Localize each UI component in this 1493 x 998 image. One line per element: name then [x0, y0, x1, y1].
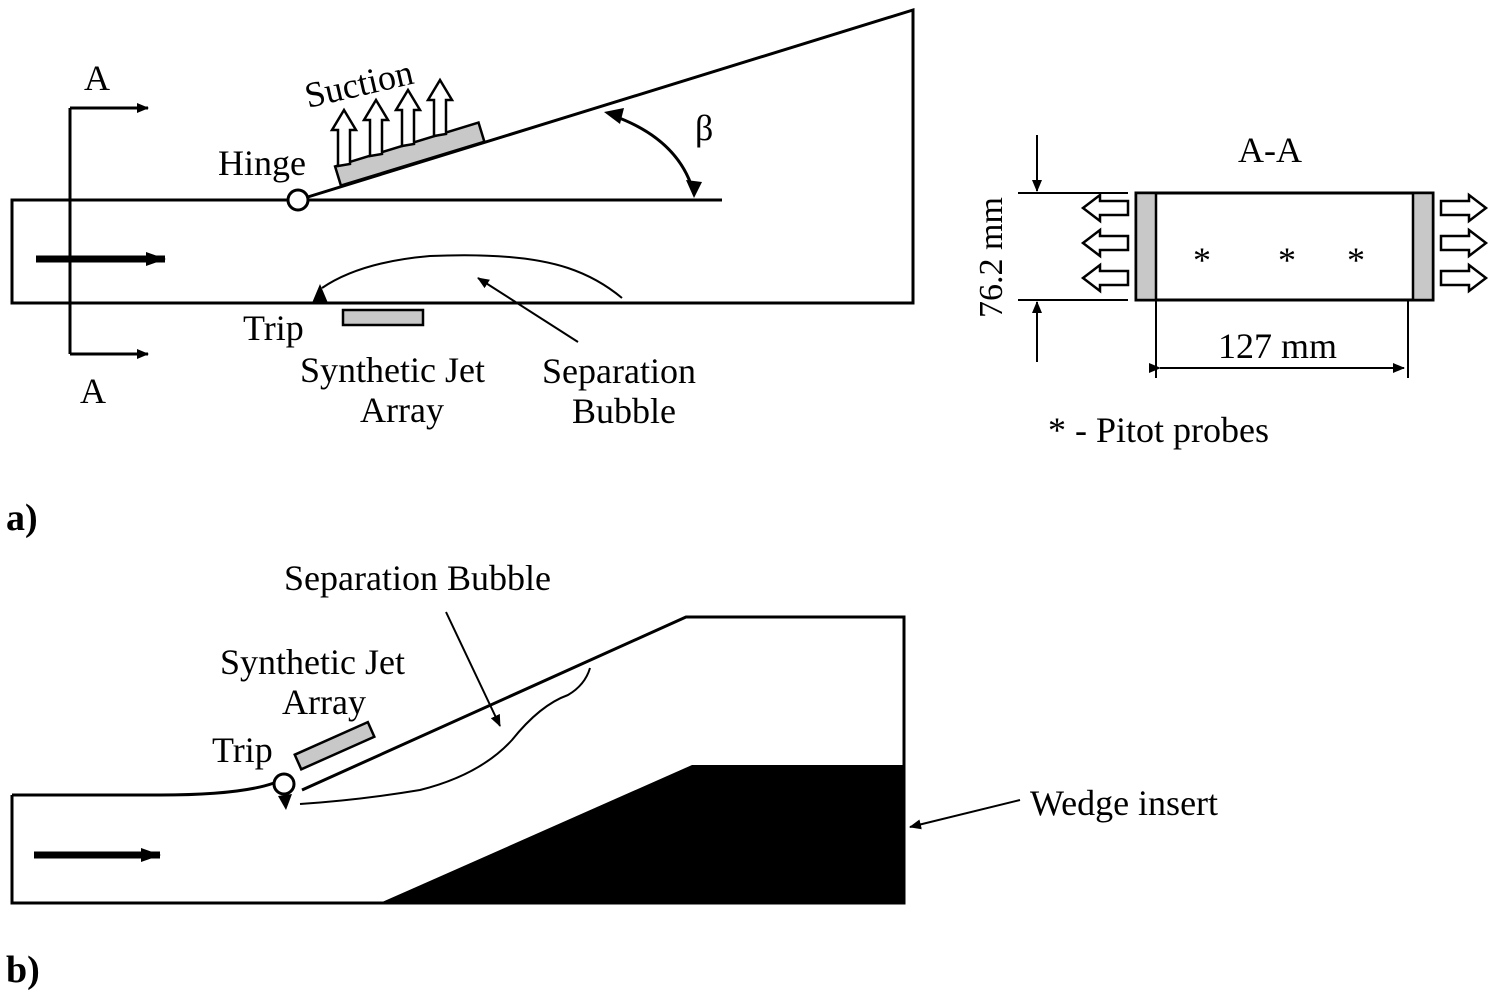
left-slot	[1134, 191, 1158, 302]
section-view-title: A-A	[1238, 130, 1302, 170]
width-dimension-label: 127 mm	[1218, 326, 1337, 366]
synthetic-jet-label-line1: Synthetic Jet	[300, 350, 485, 390]
right-slot	[1411, 191, 1435, 302]
trip-b-icon	[278, 794, 292, 810]
separation-leader-b	[445, 611, 501, 727]
section-view: A-A * * * 76.2 mm 127 mm *	[973, 130, 1489, 450]
angle-label: β	[695, 108, 713, 148]
suction-arrow-icon	[329, 107, 359, 168]
separation-bubble-curve	[321, 254, 623, 299]
synthetic-jet-label-line2: Array	[360, 390, 444, 430]
right-suction-arrows	[1439, 192, 1489, 294]
channel-b-outline	[10, 615, 906, 905]
angle-arrowhead-icon	[686, 180, 702, 198]
diffuser-diagram-b: Separation Bubble Synthetic Jet Array Tr…	[6, 558, 1218, 991]
separation-bubble-b-curve	[299, 667, 591, 805]
suction-arrow-icon	[425, 77, 455, 138]
hinge-b-icon	[272, 772, 296, 796]
separation-label-line1: Separation	[542, 351, 696, 391]
trip-icon	[312, 284, 328, 303]
synthetic-jet-array-b	[293, 720, 376, 771]
synthetic-jet-array	[341, 308, 425, 327]
hinge-icon	[286, 188, 310, 212]
outflow-arrow-icon	[1439, 192, 1489, 224]
suction-arrow-icon	[361, 97, 391, 158]
synthetic-jet-b-label-line2: Array	[282, 682, 366, 722]
trip-b-label: Trip	[212, 730, 273, 770]
outflow-arrow-icon	[1439, 262, 1489, 294]
wedge-label: Wedge insert	[1030, 783, 1218, 823]
angle-arc	[613, 114, 696, 195]
left-suction-arrows	[1080, 192, 1130, 294]
separation-label-line2: Bubble	[572, 391, 676, 431]
suction-arrows	[329, 77, 455, 168]
outflow-arrow-icon	[1080, 227, 1130, 259]
cross-section-rect	[1134, 191, 1435, 302]
outflow-arrow-icon	[1080, 192, 1130, 224]
pitot-probe-1: *	[1193, 240, 1211, 280]
angle-arrowhead-icon	[604, 108, 624, 124]
pitot-probe-3: *	[1347, 240, 1365, 280]
height-dimension-label: 76.2 mm	[973, 197, 1010, 318]
pitot-legend: * - Pitot probes	[1048, 410, 1269, 450]
suction-arrow-icon	[393, 87, 423, 148]
panel-label-b: b)	[6, 949, 40, 991]
section-marker-bottom-label: A	[80, 371, 106, 411]
channel-outline	[10, 7, 915, 305]
synthetic-jet-b-label-line1: Synthetic Jet	[220, 642, 405, 682]
trip-label: Trip	[243, 308, 304, 348]
channel-b-top-wall	[12, 781, 275, 797]
pitot-probe-2: *	[1278, 240, 1296, 280]
separation-b-label: Separation Bubble	[284, 558, 551, 598]
wedge-insert	[380, 765, 904, 903]
diffuser-diagram-a: A A Suction Hinge β Trip Synthetic Jet A…	[6, 7, 915, 539]
section-marker-top-label: A	[84, 58, 110, 98]
outflow-arrow-icon	[1439, 227, 1489, 259]
panel-label-a: a)	[6, 497, 38, 539]
wedge-leader	[909, 799, 1021, 830]
separation-leader	[477, 277, 579, 343]
hinge-label: Hinge	[218, 143, 306, 183]
outflow-arrow-icon	[1080, 262, 1130, 294]
